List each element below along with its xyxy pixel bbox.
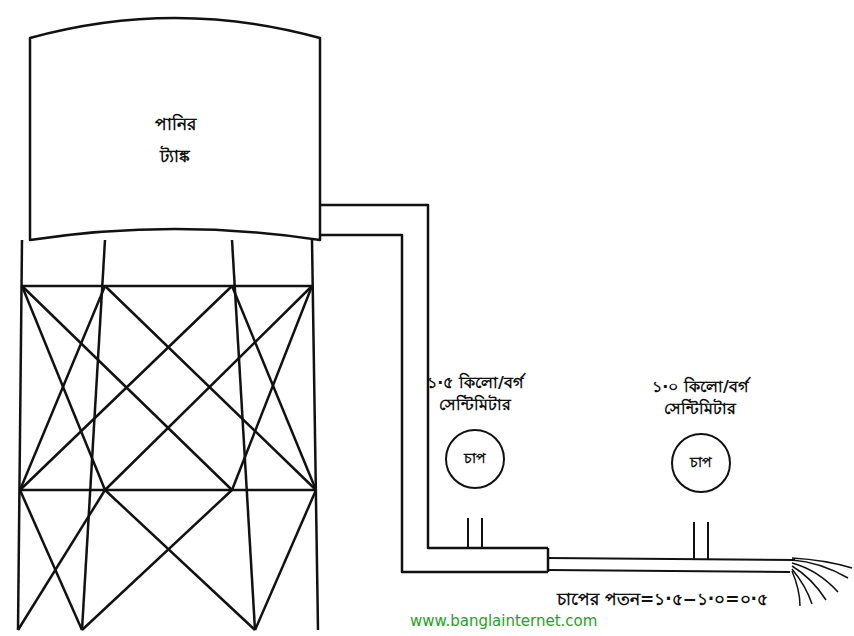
gauge-label: চাপ: [690, 451, 712, 475]
gauge-label: চাপ: [464, 447, 486, 471]
gauge-dial: চাপ: [445, 429, 505, 489]
watermark: www.banglainternet.com: [408, 612, 599, 630]
gauge-dial: চাপ: [671, 433, 731, 493]
pressure-gauge: ১·০ কিলো/বর্গ সেন্টিমিটার চাপ: [620, 376, 780, 493]
pressure-reading: ১·৫ কিলো/বর্গ সেন্টিমিটার: [405, 372, 545, 415]
tank-label: পানির ট্যাঙ্ক: [140, 108, 210, 173]
water-tank: পানির ট্যাঙ্ক: [40, 60, 310, 220]
pressure-drop-note: চাপের পতন=১·৫−১·০=০·৫: [555, 586, 770, 614]
pressure-gauge: ১·৫ কিলো/বর্গ সেন্টিমিটার চাপ: [395, 372, 555, 489]
pressure-reading: ১·০ কিলো/বর্গ সেন্টিমিটার: [630, 376, 770, 419]
